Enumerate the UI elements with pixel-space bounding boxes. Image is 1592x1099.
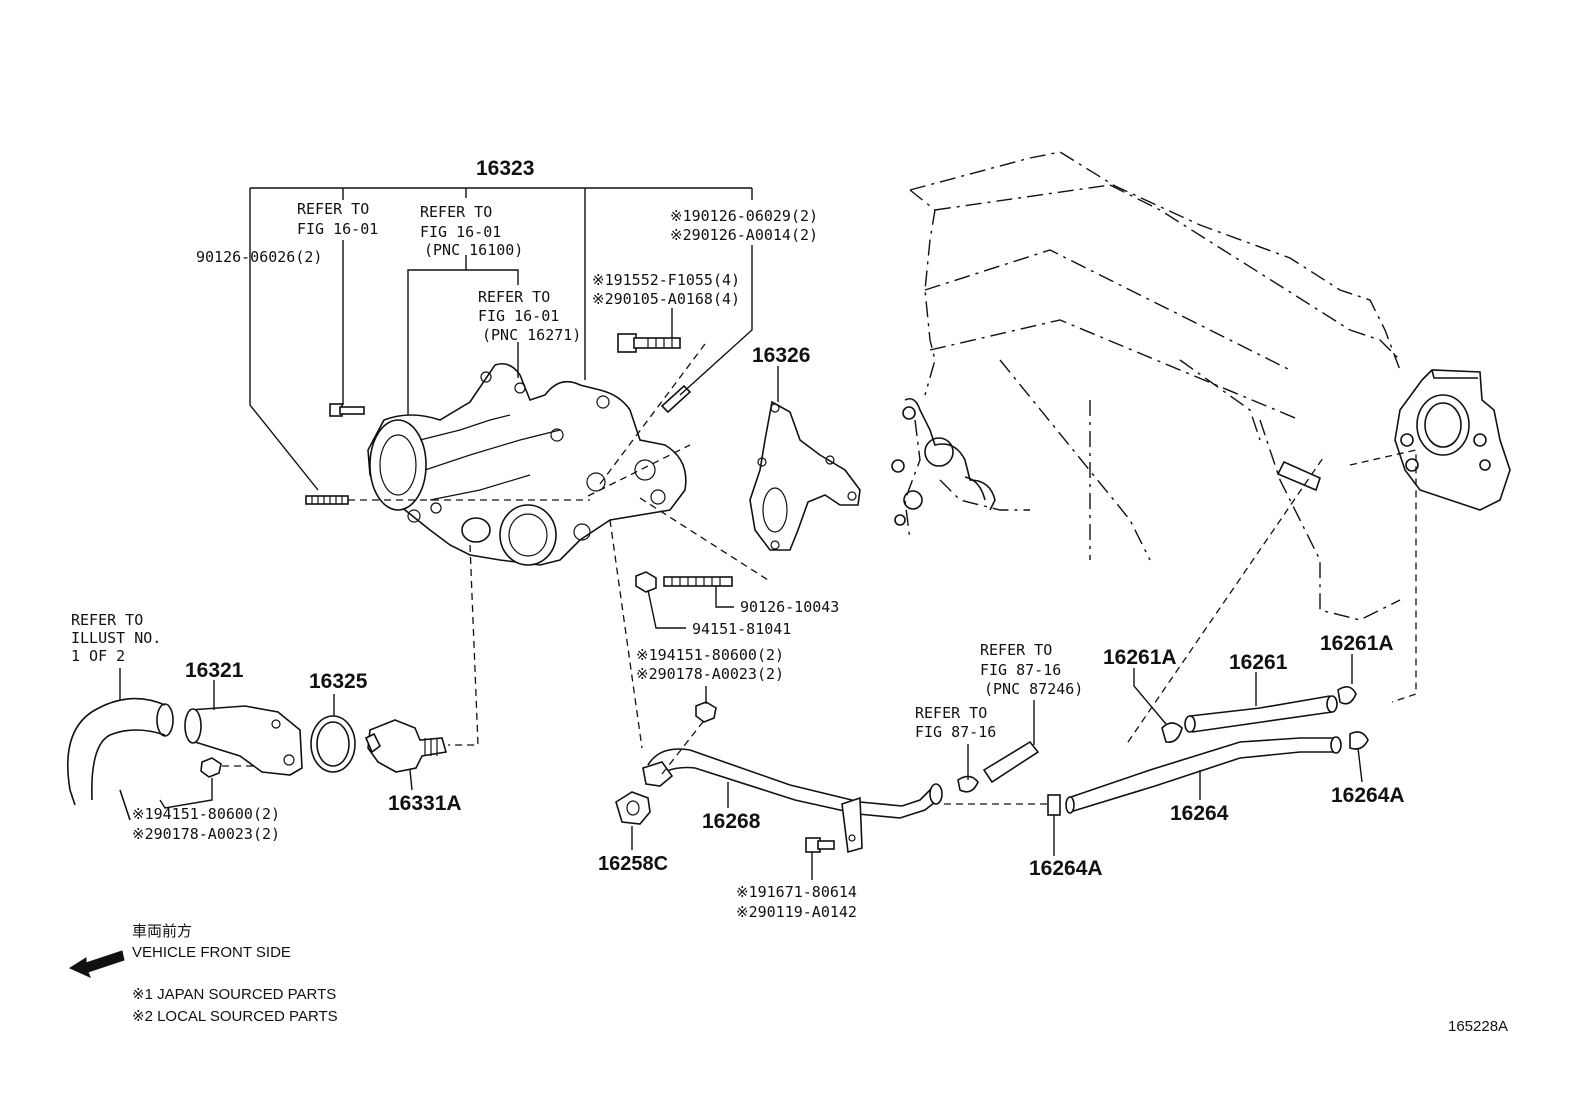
label-90119-A0142: ※290119-A0142: [736, 903, 857, 921]
label-90178-A0023-b: ※290178-A0023(2): [636, 665, 784, 683]
label-16323: 16323: [476, 157, 534, 180]
label-16325: 16325: [309, 670, 368, 693]
leader-lines: [119, 187, 1417, 880]
label-16258C: 16258C: [598, 853, 668, 875]
label-refer-illust-1: REFER TO: [71, 611, 143, 629]
label-refer-c-2: FIG 16-01: [478, 307, 559, 325]
label-16264A-right: 16264A: [1331, 784, 1405, 807]
label-16261: 16261: [1229, 651, 1288, 674]
label-16321: 16321: [185, 659, 244, 682]
label-refer-a-1: REFER TO: [297, 200, 369, 218]
legend: 車両前方 VEHICLE FRONT SIDE ※1 JAPAN SOURCED…: [68, 923, 338, 1025]
throttle-body: [1276, 369, 1511, 511]
vehicle-front-jp-label: 車両前方: [132, 923, 192, 940]
label-16331A: 16331A: [388, 792, 462, 815]
water-bypass-pipe-16268: [615, 748, 943, 854]
label-refer-87-a-1: REFER TO: [980, 641, 1052, 659]
note-local-sourced: ※2 LOCAL SOURCED PARTS: [132, 1008, 338, 1025]
hoses-16261-16264: [957, 686, 1369, 816]
label-refer-b-2: FIG 16-01: [420, 223, 501, 241]
vehicle-front-arrow-icon: [68, 950, 125, 978]
label-90126-06026: 90126-06026(2): [196, 248, 322, 266]
label-16264: 16264: [1170, 802, 1229, 825]
label-refer-87-a-3: (PNC 87246): [984, 680, 1083, 698]
label-refer-87-b-1: REFER TO: [915, 704, 987, 722]
label-90105-A0168: ※290105-A0168(4): [592, 290, 740, 308]
label-16268: 16268: [702, 810, 761, 833]
label-refer-87-a-2: FIG 87-16: [980, 661, 1061, 679]
label-refer-c-3: (PNC 16271): [482, 326, 581, 344]
label-refer-illust-3: 1 OF 2: [71, 647, 125, 665]
vehicle-front-label: VEHICLE FRONT SIDE: [132, 944, 291, 961]
label-90178-A0023-a: ※290178-A0023(2): [132, 825, 280, 843]
label-refer-b-3: (PNC 16100): [424, 241, 523, 259]
label-16326: 16326: [752, 344, 810, 367]
label-refer-a-2: FIG 16-01: [297, 220, 378, 238]
label-refer-illust-2: ILLUST NO.: [71, 629, 161, 647]
gasket-16326: [749, 400, 861, 551]
label-refer-c-1: REFER TO: [478, 288, 550, 306]
note-japan-sourced: ※1 JAPAN SOURCED PARTS: [132, 986, 336, 1003]
label-16261A-left: 16261A: [1103, 646, 1177, 669]
label-94151-80600-b: ※194151-80600(2): [636, 646, 784, 664]
callout-labels: 16323 REFER TO FIG 16-01 REFER TO FIG 16…: [71, 157, 1405, 921]
label-94151-80600-a: ※194151-80600(2): [132, 805, 280, 823]
label-91671-80614: ※191671-80614: [736, 883, 857, 901]
label-16261A-right: 16261A: [1320, 632, 1394, 655]
label-90126-06029: ※190126-06029(2): [670, 207, 818, 225]
label-90126-A0014: ※290126-A0014(2): [670, 226, 818, 244]
label-90126-10043: 90126-10043: [740, 598, 839, 616]
label-refer-b-1: REFER TO: [420, 203, 492, 221]
water-inlet-parts: [67, 697, 448, 821]
engine-block-outline: [891, 151, 1401, 621]
water-pump-assembly: [367, 362, 687, 566]
label-94151-81041: 94151-81041: [692, 620, 791, 638]
label-91552-F1055: ※191552-F1055(4): [592, 271, 740, 289]
label-16264A-bottom: 16264A: [1029, 857, 1103, 880]
figure-id: 165228A: [1448, 1018, 1508, 1035]
label-refer-87-b-2: FIG 87-16: [915, 723, 996, 741]
